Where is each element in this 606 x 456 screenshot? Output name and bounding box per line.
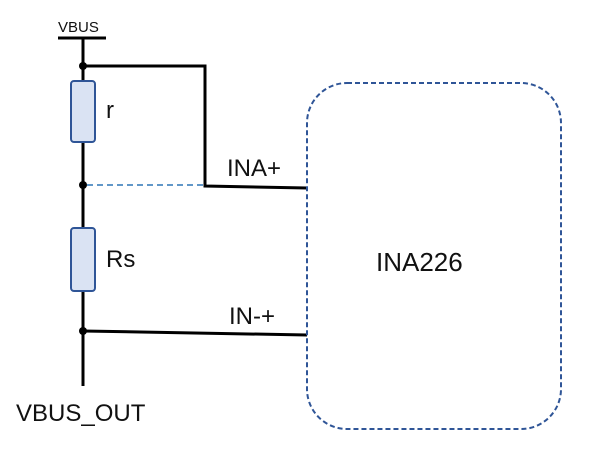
resistor-r-label: r	[106, 97, 114, 124]
pin-minus-label: IN-+	[229, 303, 275, 330]
chip-label: INA226	[376, 247, 463, 277]
resistor-rs-label: Rs	[106, 246, 135, 273]
junction-mid	[79, 181, 87, 189]
vbus-label: VBUS	[58, 19, 99, 36]
ina-minus-wire	[82, 329, 308, 337]
pin-plus-label: INA+	[227, 155, 281, 182]
resistor-rs	[70, 227, 96, 292]
vbus-out-label: VBUS_OUT	[16, 400, 146, 427]
ina226-chip	[306, 82, 562, 430]
ina-plus-wire	[83, 64, 308, 190]
resistor-r	[70, 80, 96, 143]
